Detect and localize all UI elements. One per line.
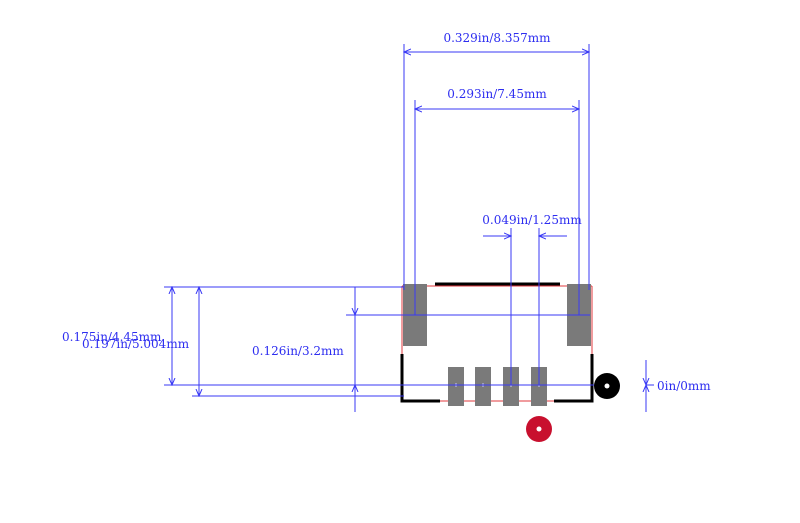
dim-inner-width-label: 0.293in/7.45mm [447, 87, 547, 101]
dim-height-a-label: 0.175in/4.45mm [62, 330, 162, 344]
dim-pad-offset-label: 0.126in/3.2mm [252, 344, 344, 358]
origin-marker [594, 373, 620, 399]
pin1-marker [526, 416, 552, 442]
dimension-lines [164, 44, 654, 412]
dim-pitch-label: 0.049in/1.25mm [482, 213, 582, 227]
dim-height-b-label: 0.197in/5.004mm [82, 337, 190, 351]
signal-pads [448, 367, 547, 406]
dim-origin-label: 0in/0mm [657, 379, 711, 393]
courtyard-outline [401, 285, 593, 402]
silkscreen-outline [400, 282, 594, 403]
dim-outer-width-label: 0.329in/8.357mm [443, 31, 551, 45]
